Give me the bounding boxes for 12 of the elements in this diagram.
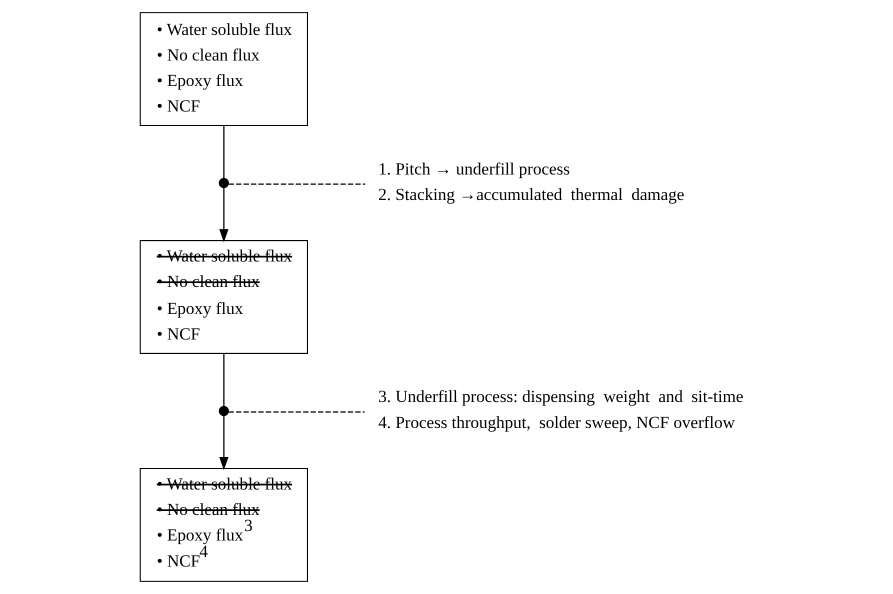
node-circle bbox=[218, 406, 228, 416]
node-text: 1. Pitch → underfill process 2. Stacking →accumulated thermal damage bbox=[378, 159, 684, 204]
connector bbox=[222, 354, 224, 406]
connector bbox=[222, 126, 224, 178]
connector bbox=[228, 183, 365, 185]
arrow bbox=[218, 416, 228, 470]
connector bbox=[228, 411, 364, 413]
arrow bbox=[218, 188, 228, 242]
node-circle bbox=[218, 178, 228, 188]
node-box: • Water soluble flux • No clean flux • Epoxy flux • NCF bbox=[139, 12, 308, 126]
node-box: • Water soluble flux • No clean flux • Epoxy flux • NCF bbox=[139, 240, 308, 354]
node-text: 3. Underfill process: dispensing weight and sit-time 4. Process throughput, solder sweep, NCF overflow bbox=[378, 387, 743, 432]
